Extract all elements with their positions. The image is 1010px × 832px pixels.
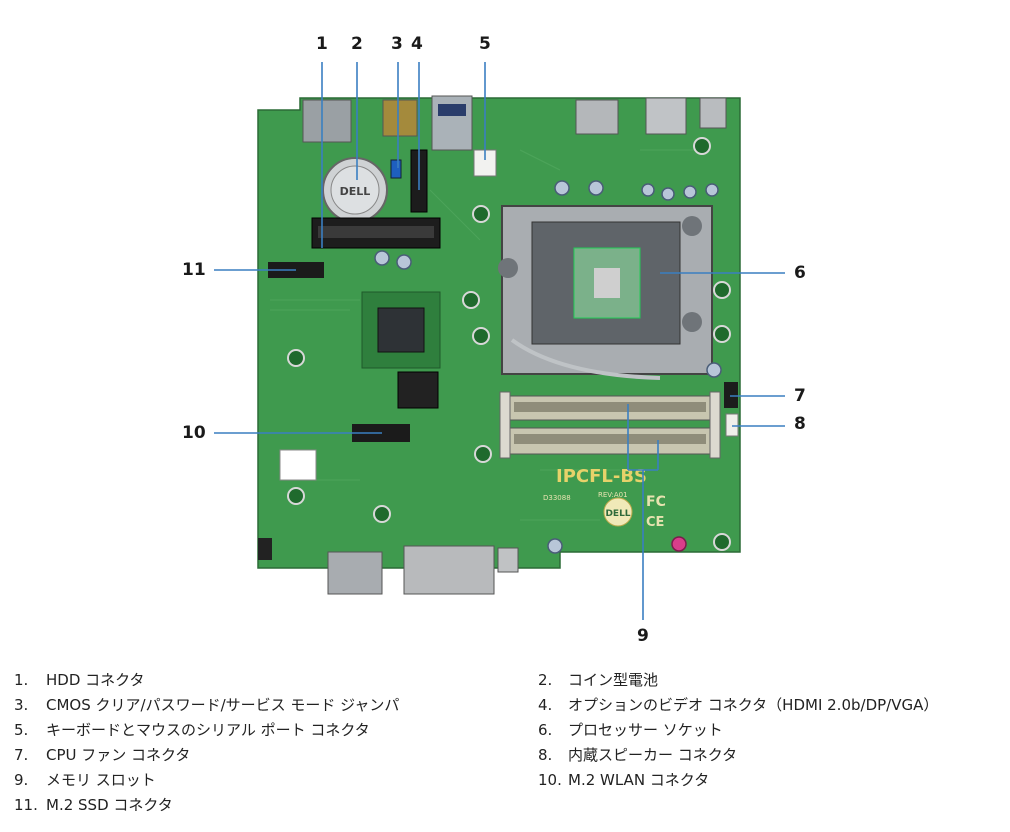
legend-number: 1. xyxy=(14,671,29,689)
legend-label: CPU ファン コネクタ xyxy=(46,746,191,764)
legend-number: 4. xyxy=(538,696,553,714)
legend-number: 9. xyxy=(14,771,29,789)
legend-item-4: 4. オプションのビデオ コネクタ（HDMI 2.0b/DP/VGA） xyxy=(538,694,938,715)
motherboard-diagram: DELL xyxy=(182,34,806,645)
legend-label: プロセッサー ソケット xyxy=(568,721,723,739)
board-model: IPCFL-BS xyxy=(556,466,647,487)
cpu-socket xyxy=(498,205,713,380)
legend-label: HDD コネクタ xyxy=(46,671,145,689)
svg-text:DELL: DELL xyxy=(605,509,630,519)
legend-number: 5. xyxy=(14,721,29,739)
coin-cell-battery: DELL xyxy=(322,157,388,223)
motherboard-illustration: DELL xyxy=(214,62,785,620)
legend-item-5: 5. キーボードとマウスのシリアル ポート コネクタ xyxy=(14,719,370,740)
memory-slots xyxy=(499,391,721,459)
legend-number: 6. xyxy=(538,721,553,739)
cpu-fan-header xyxy=(724,382,738,408)
legend-item-1: 1. HDD コネクタ xyxy=(14,669,145,690)
legend-label: キーボードとマウスのシリアル ポート コネクタ xyxy=(46,721,370,739)
qr-label xyxy=(279,449,317,481)
legend-item-8: 8. 内蔵スピーカー コネクタ xyxy=(538,744,737,765)
callout-10: 10 xyxy=(182,423,206,443)
legend-number: 2. xyxy=(538,671,553,689)
legend-item-11: 11. M.2 SSD コネクタ xyxy=(14,794,173,815)
legend-number: 10. xyxy=(538,771,562,789)
svg-text:DELL: DELL xyxy=(340,185,371,198)
dell-logo: DELL xyxy=(603,497,633,527)
board-chassis: D33088 xyxy=(543,494,571,502)
callout-3: 3 xyxy=(391,34,403,54)
callout-4: 4 xyxy=(411,34,423,54)
callout-7: 7 xyxy=(794,386,806,406)
callout-11: 11 xyxy=(182,260,206,280)
ce-mark: CE xyxy=(646,515,664,530)
callout-1: 1 xyxy=(316,34,328,54)
top-io-connectors xyxy=(302,95,727,151)
callout-8: 8 xyxy=(794,414,806,434)
legend-item-7: 7. CPU ファン コネクタ xyxy=(14,744,190,765)
callout-leader-lines xyxy=(214,62,785,620)
legend-number: 7. xyxy=(14,746,29,764)
legend-item-2: 2. コイン型電池 xyxy=(538,669,658,690)
legend-label: CMOS クリア/パスワード/サービス モード ジャンパ xyxy=(46,696,400,714)
cmos-jumper xyxy=(390,159,402,179)
callout-5: 5 xyxy=(479,34,491,54)
legend-label: コイン型電池 xyxy=(568,671,659,689)
bottom-io-connectors xyxy=(258,538,519,595)
component-legend: 1. HDD コネクタ 2. コイン型電池 3. CMOS クリア/パスワード/サービ… xyxy=(0,662,1010,832)
legend-item-9: 9. メモリ スロット xyxy=(14,769,156,790)
capacitors xyxy=(374,180,722,554)
board-rev: REV:A01 xyxy=(598,491,628,499)
legend-number: 8. xyxy=(538,746,553,764)
legend-label: オプションのビデオ コネクタ（HDMI 2.0b/DP/VGA） xyxy=(568,696,939,714)
callout-6: 6 xyxy=(794,263,806,283)
legend-item-3: 3. CMOS クリア/パスワード/サービス モード ジャンパ xyxy=(14,694,399,715)
callout-2: 2 xyxy=(351,34,363,54)
fc-mark: FC xyxy=(646,494,666,510)
speaker-header xyxy=(725,413,739,437)
legend-label: 内蔵スピーカー コネクタ xyxy=(568,746,738,764)
pcb-traces xyxy=(270,149,700,521)
legend-label: メモリ スロット xyxy=(46,771,156,789)
legend-label: M.2 SSD コネクタ xyxy=(46,796,173,814)
legend-number: 11. xyxy=(14,796,38,814)
legend-number: 3. xyxy=(14,696,29,714)
legend-item-10: 10. M.2 WLAN コネクタ xyxy=(538,769,709,790)
callout-9: 9 xyxy=(637,626,649,646)
legend-label: M.2 WLAN コネクタ xyxy=(568,771,710,789)
legend-item-6: 6. プロセッサー ソケット xyxy=(538,719,723,740)
mounting-holes xyxy=(287,137,731,551)
